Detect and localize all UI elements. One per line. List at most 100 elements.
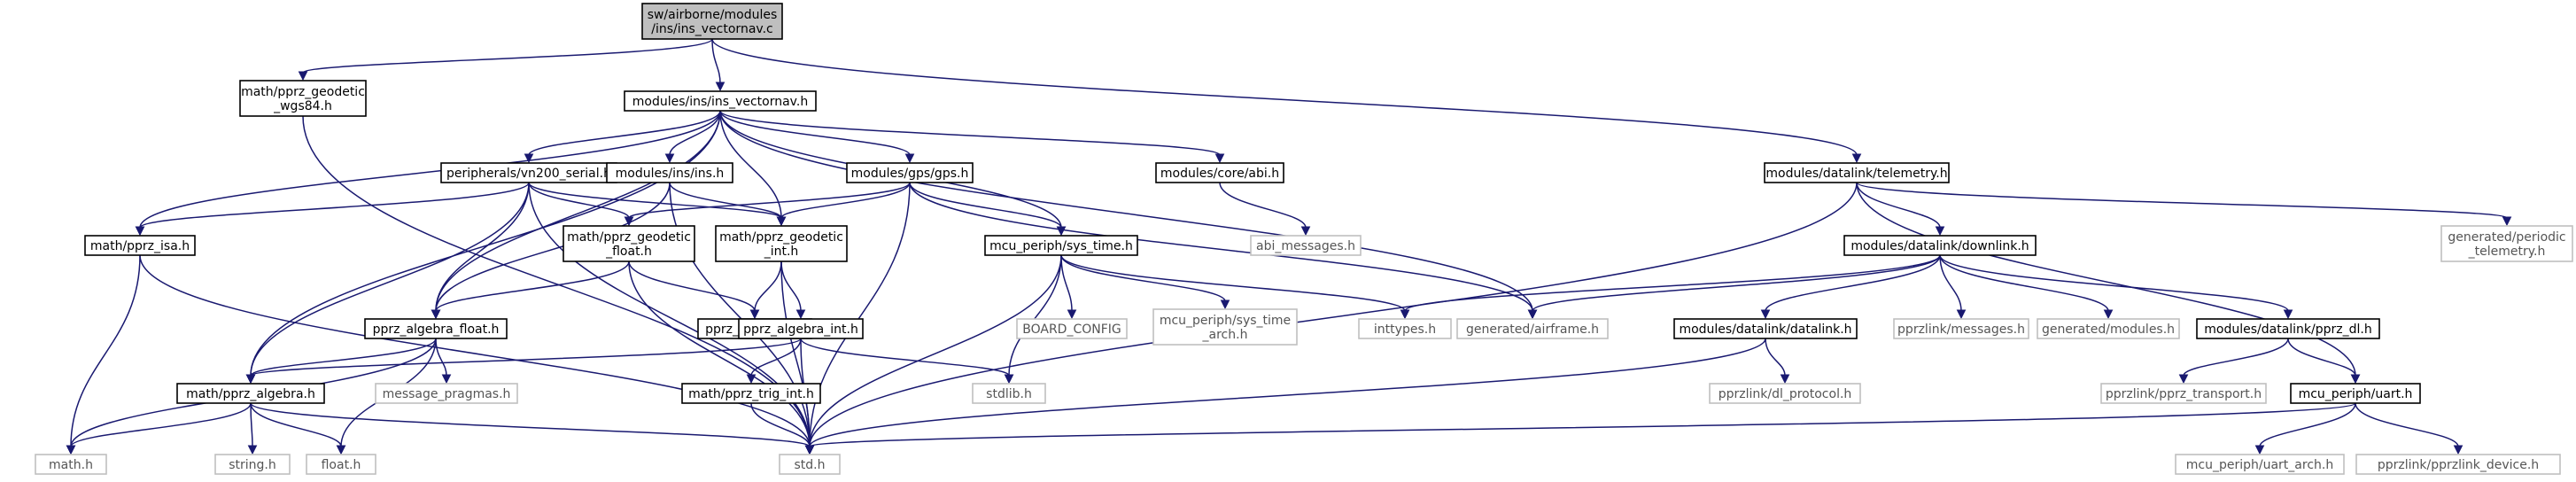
node-std-h: std.h	[779, 454, 841, 475]
edge-arrowhead	[1935, 226, 1945, 237]
node-label: modules/gps/gps.h	[851, 167, 969, 181]
edge-arrowhead	[135, 226, 145, 237]
node-telemetry-h[interactable]: modules/datalink/telemetry.h	[1764, 162, 1950, 183]
edge-pprz_geodetic_float_h-to-std_h	[628, 260, 815, 455]
node-pprz-geodetic-wgs84[interactable]: math/pprz_geodetic_wgs84.h	[239, 80, 367, 117]
node-label: math.h	[49, 458, 93, 472]
node-pprz-geodetic-float-h[interactable]: math/pprz_geodetic_float.h	[563, 225, 695, 262]
edge-vn200_serial_h-to-pprz_geodetic_float_h	[528, 182, 634, 227]
node-ins-vectornav-c[interactable]: sw/airborne/modules/ins/ins_vectornav.c	[641, 3, 783, 40]
edge-line	[1765, 338, 1786, 377]
edge-vn200_serial_h-to-pprz_algebra_h	[245, 182, 530, 385]
node-box	[846, 162, 974, 183]
edge-arrowhead	[524, 153, 534, 164]
edge-ins_vectornav_h-to-gps_h	[719, 110, 915, 164]
node-box	[2440, 225, 2573, 262]
node-box	[1893, 318, 2029, 339]
node-label: pprzlink/pprz_transport.h	[2106, 387, 2262, 401]
node-label: modules/core/abi.h	[1160, 167, 1279, 181]
edge-arrowhead	[1300, 226, 1311, 237]
edge-line	[250, 338, 802, 377]
edge-arrowhead	[2254, 445, 2265, 455]
node-pprz-geodetic-int-h[interactable]: math/pprz_geodetic_int.h	[715, 225, 848, 262]
node-gps-h[interactable]: modules/gps/gps.h	[846, 162, 974, 183]
node-label: sw/airborne/modules	[648, 8, 778, 22]
node-sys-time-arch-h: mcu_periph/sys_time_arch.h	[1152, 308, 1298, 346]
edge-ins_vectornav_c-to-ins_vectornav_h	[711, 38, 725, 92]
edge-line	[1404, 254, 1941, 312]
node-box	[2290, 383, 2421, 404]
edge-line	[1856, 182, 1941, 229]
edge-arrowhead	[1780, 374, 1790, 385]
edge-arrowhead	[776, 216, 787, 227]
edge-telemetry_h-to-std_h	[804, 182, 1858, 455]
node-box	[1673, 318, 1858, 339]
node-box	[1843, 235, 2037, 256]
edge-line	[2259, 402, 2356, 447]
edge-line	[719, 110, 1533, 312]
node-math-h: math.h	[35, 454, 107, 475]
edge-line	[528, 182, 782, 219]
edge-line	[628, 182, 911, 219]
node-ins-vectornav-h[interactable]: modules/ins/ins_vectornav.h	[624, 90, 817, 112]
node-box	[779, 454, 841, 475]
node-pprz-algebra-int-h[interactable]: pprz_algebra_int.h	[738, 318, 864, 339]
node-pprz-dl-h[interactable]: modules/datalink/pprz_dl.h	[2196, 318, 2380, 339]
node-abi-h[interactable]: modules/core/abi.h	[1155, 162, 1284, 183]
edge-vn200_serial_h-to-std_h	[528, 182, 815, 455]
node-label: mcu_periph/uart_arch.h	[2186, 458, 2333, 472]
node-pprz-algebra-float-h[interactable]: pprz_algebra_float.h	[364, 318, 508, 339]
node-sys-time-h[interactable]: mcu_periph/sys_time.h	[984, 235, 1138, 256]
edge-line	[669, 182, 782, 219]
edge-sys_time_h-to-stdlib_h	[1004, 254, 1062, 385]
edge-line	[435, 338, 447, 377]
node-uart-h[interactable]: mcu_periph/uart.h	[2290, 383, 2421, 404]
edge-line	[809, 338, 1766, 447]
node-label: _float.h	[605, 245, 652, 259]
edge-ins_h-to-std_h	[669, 182, 815, 455]
edge-line	[528, 110, 721, 156]
node-box	[2037, 318, 2180, 339]
edge-arrowhead	[749, 309, 760, 320]
node-string-h: string.h	[214, 454, 291, 475]
node-label: generated/periodic	[2448, 230, 2565, 245]
node-ins-h[interactable]: modules/ins/ins.h	[606, 162, 733, 183]
edge-arrowhead	[298, 71, 308, 82]
edge-arrowhead	[1760, 309, 1771, 320]
node-label: modules/datalink/datalink.h	[1679, 323, 1851, 337]
node-downlink-h[interactable]: modules/datalink/downlink.h	[1843, 235, 2037, 256]
edge-arrowhead	[1004, 374, 1014, 385]
edge-uart_h-to-pprzlink_device_h	[2355, 402, 2463, 455]
node-pprz-trig-int-h[interactable]: math/pprz_trig_int.h	[681, 383, 821, 404]
node-pprzlink-messages-h: pprzlink/messages.h	[1893, 318, 2029, 339]
node-label: math/pprz_isa.h	[90, 239, 190, 253]
node-datalink-h[interactable]: modules/datalink/datalink.h	[1673, 318, 1858, 339]
edge-pprz_algebra_float_h-to-message_pragmas_h	[435, 338, 452, 385]
node-dl-protocol-h: pprzlink/dl_protocol.h	[1709, 383, 1861, 404]
node-pprz-isa-h[interactable]: math/pprz_isa.h	[84, 235, 196, 256]
node-box	[306, 454, 376, 475]
node-box	[738, 318, 864, 339]
node-box	[2175, 454, 2345, 475]
node-label: modules/ins/ins.h	[616, 167, 725, 181]
edge-line	[719, 110, 782, 219]
edge-line	[250, 402, 811, 447]
edge-line	[909, 182, 1533, 312]
node-generated-modules-h: generated/modules.h	[2037, 318, 2180, 339]
edge-arrowhead	[624, 216, 634, 227]
edge-telemetry_h-to-uart_h	[1856, 182, 2361, 385]
edge-abi_h-to-abi_messages_h	[1219, 182, 1311, 237]
edge-line	[435, 260, 630, 312]
node-vn200-serial-h[interactable]: peripherals/vn200_serial.h	[440, 162, 617, 183]
edge-gps_h-to-std_h	[804, 182, 911, 455]
node-pprz-algebra-h[interactable]: math/pprz_algebra.h	[176, 383, 325, 404]
node-label: std.h	[795, 458, 826, 472]
edge-arrowhead	[1527, 309, 1538, 320]
edge-pprz_algebra_h-to-math_h	[66, 402, 252, 455]
node-label: pprzlink/messages.h	[1897, 323, 2025, 337]
edge-arrowhead	[441, 374, 452, 385]
edge-downlink_h-to-pprzlink_messages_h	[1939, 254, 1967, 320]
node-label: mcu_periph/sys_time.h	[989, 239, 1133, 253]
edge-arrowhead	[245, 374, 256, 385]
edge-arrowhead	[1056, 226, 1067, 237]
